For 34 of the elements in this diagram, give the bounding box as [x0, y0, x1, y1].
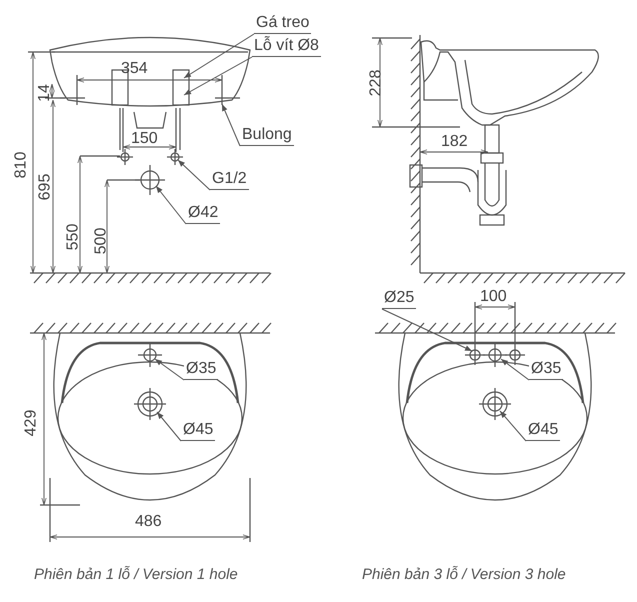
caption: Phiên bản 3 lỗ / Version 3 hole: [362, 566, 566, 584]
dimension-label: 150: [131, 130, 158, 148]
callout-label: G1/2: [210, 170, 249, 190]
callout-label: Ø45: [181, 421, 216, 441]
dimension-label: 429: [22, 410, 40, 436]
dimension-label: 228: [367, 70, 386, 96]
leader-line: [500, 410, 526, 442]
dimension-label: 550: [64, 224, 82, 250]
leader-line: [184, 34, 254, 78]
leader-line: [222, 104, 240, 146]
dimension-label: 486: [135, 513, 162, 531]
callout-label: Ø42: [186, 204, 220, 224]
dimension-label: 500: [92, 228, 110, 254]
callout-label: Ø45: [526, 421, 560, 441]
dimension-label: 14: [36, 84, 54, 102]
caption: Phiên bản 1 lỗ / Version 1 hole: [34, 566, 238, 584]
leader-line: [382, 308, 472, 352]
dimension-label: 182: [441, 133, 468, 151]
callout-label: Ø35: [184, 360, 218, 380]
leader-line: [500, 358, 530, 380]
callout-label: Bulong: [240, 126, 294, 146]
leader-line: [184, 56, 252, 96]
dimension-label: 100: [480, 288, 507, 306]
callout-label: Lỗ vít Ø8: [252, 37, 321, 57]
leader-line: [154, 358, 184, 380]
leader-line: [156, 412, 182, 442]
dimension-label: 354: [121, 60, 148, 78]
leader-line: [178, 160, 210, 190]
leader-line: [156, 186, 186, 224]
dimension-label: 810: [12, 152, 30, 178]
callout-label: Ø25: [382, 289, 416, 309]
callout-label: Ø35: [529, 360, 564, 380]
callout-label: Gá treo: [254, 14, 312, 34]
dimension-label: 695: [36, 174, 54, 200]
